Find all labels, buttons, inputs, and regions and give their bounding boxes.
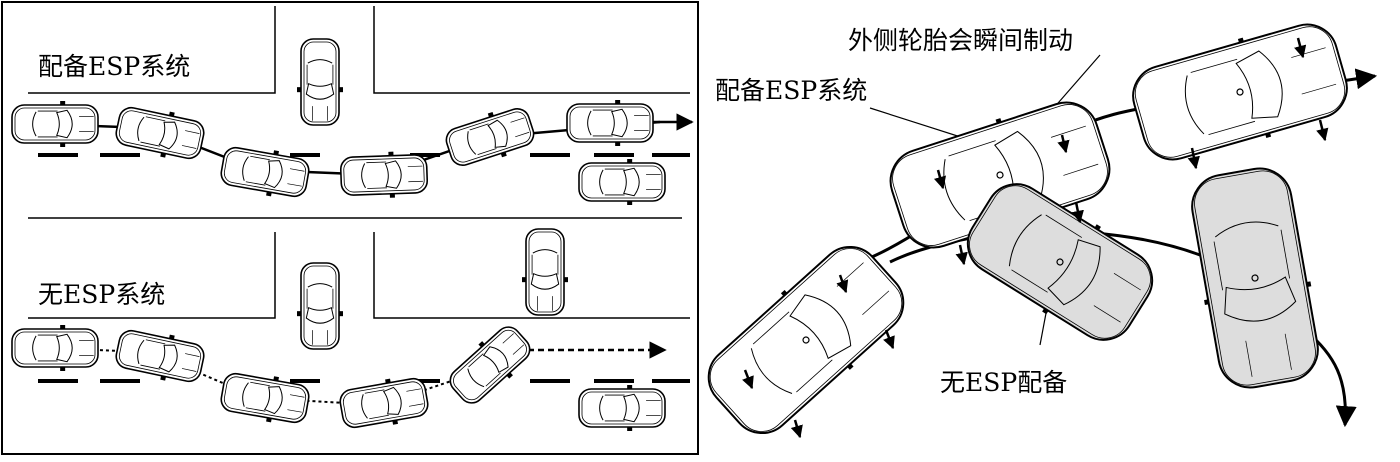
left-panel-cars	[12, 39, 665, 433]
outer-brake-label: 外侧轮胎会瞬间制动	[848, 28, 1073, 53]
no-esp-car-spun	[1183, 163, 1327, 393]
bottom-parked-car-right	[579, 385, 665, 431]
top-car-1	[12, 101, 98, 147]
top-car-3	[219, 142, 312, 202]
brake-arrow-10	[1320, 120, 1325, 140]
bottom-scenario-label: 无ESP系统	[38, 282, 165, 307]
bottom-car-4	[338, 373, 431, 433]
top-car-6	[567, 100, 653, 146]
bottom-car-1	[12, 325, 98, 371]
top-car-5	[442, 102, 538, 172]
with-esp-label: 配备ESP系统	[715, 78, 867, 103]
top-scenario-label: 配备ESP系统	[38, 54, 190, 79]
top-parked-car-crossroad	[297, 39, 343, 125]
bottom-car-2	[113, 325, 207, 388]
esp-car-entry	[694, 231, 919, 448]
bottom-car-5	[443, 319, 538, 411]
esp-car-exit	[1125, 14, 1355, 171]
brake-arrow-6	[960, 245, 964, 264]
top-parked-car-right	[579, 159, 665, 205]
top-car-4	[340, 151, 428, 200]
brake-arrow-2	[795, 420, 800, 437]
brake-arrow-4	[886, 330, 893, 348]
leader-line-with-esp	[870, 108, 970, 140]
without-esp-label: 无ESP配备	[940, 370, 1067, 395]
bottom-car-3	[219, 368, 312, 428]
bottom-crossing-car	[522, 229, 568, 315]
bottom-parked-car-crossroad	[297, 263, 343, 349]
